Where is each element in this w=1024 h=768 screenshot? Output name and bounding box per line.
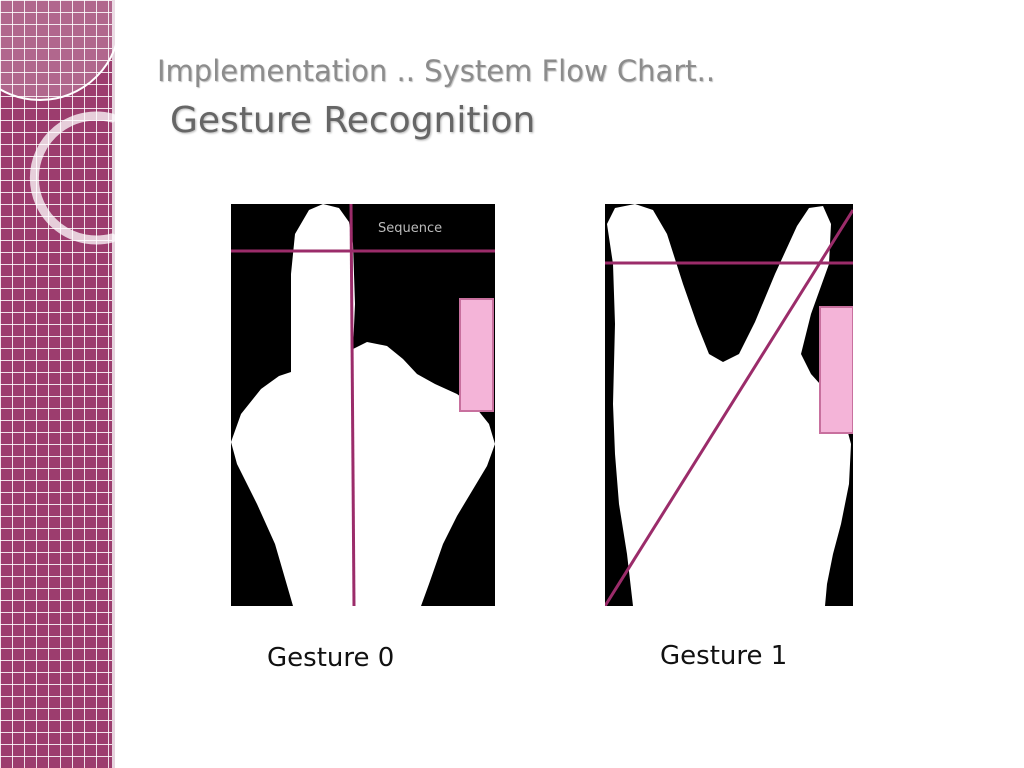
gesture-0-overlay-label: Sequence <box>378 221 442 236</box>
decorative-circles <box>0 0 121 245</box>
gesture-0-vertical-guide <box>349 204 356 606</box>
gesture-1-diagonal-guide <box>605 209 853 606</box>
gesture-0-image: Sequence <box>231 204 495 606</box>
slide-subtitle: Gesture Recognition <box>170 100 536 141</box>
side-band-edge <box>112 0 115 768</box>
gesture-1-image <box>605 204 853 606</box>
gesture-0-hand-silhouette <box>231 204 495 606</box>
gesture-1-caption: Gesture 1 <box>660 641 788 671</box>
gesture-0-caption: Gesture 0 <box>267 643 395 673</box>
gesture-1-indicator-bar <box>819 306 853 434</box>
deco-arc-c <box>29 111 117 245</box>
gesture-0-indicator-bar <box>459 298 494 412</box>
slide-title: Implementation .. System Flow Chart.. <box>157 54 716 88</box>
deco-circle-large <box>0 0 121 101</box>
